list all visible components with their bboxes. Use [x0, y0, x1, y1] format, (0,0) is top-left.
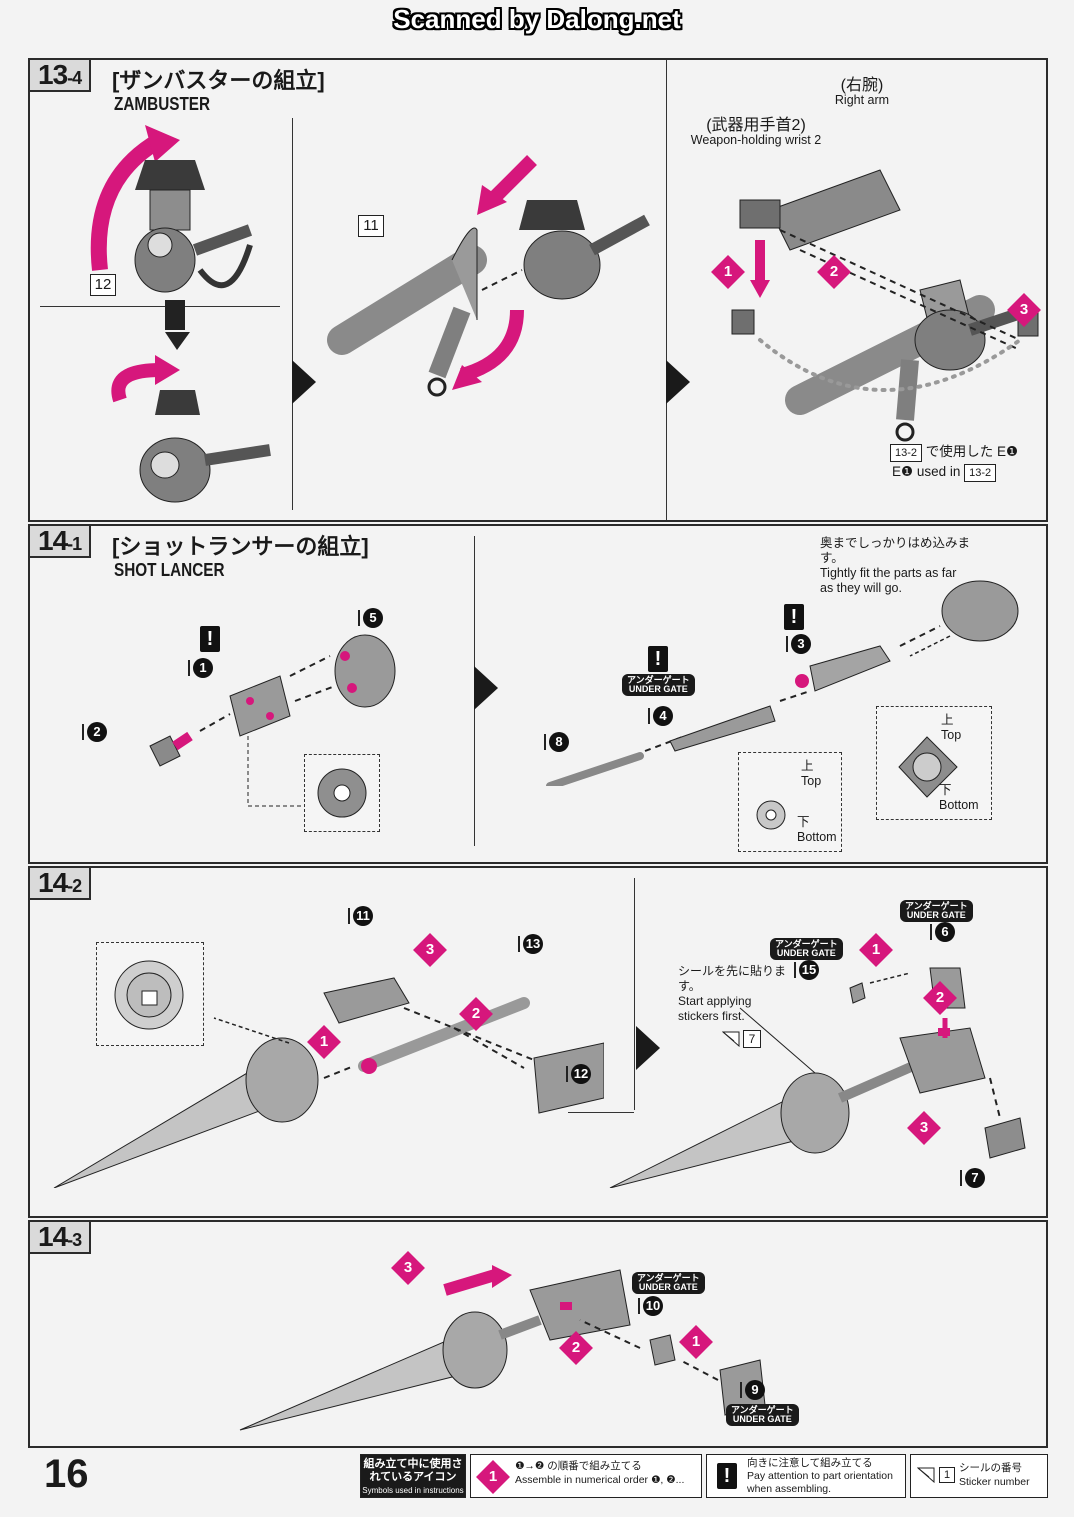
sticker-ref: 7: [722, 1030, 761, 1048]
zambuster-illustration-2: [327, 155, 650, 397]
shot-lancer-parts-1: [149, 634, 396, 807]
step-badge: 14-3: [28, 1220, 92, 1254]
step-marker: 1: [859, 933, 893, 967]
right-arm-label: (右腕) Right arm: [834, 77, 890, 108]
next-arrow: [636, 1026, 660, 1070]
shot-lancer-assembly-3: [239, 1265, 766, 1431]
part-label: 5: [358, 608, 383, 628]
part-label: 12: [566, 1064, 591, 1084]
orientation-warning-icon: !: [200, 626, 220, 652]
sticker-icon: [917, 1467, 935, 1483]
orientation-warning-icon: !: [648, 646, 668, 672]
shot-lancer-assembly-1: [53, 977, 604, 1188]
step-marker: 3: [1007, 293, 1041, 327]
step-marker: 1: [711, 255, 745, 289]
section-title-en: SHOT LANCER: [114, 560, 225, 580]
step-marker: 1: [307, 1025, 341, 1059]
next-arrow: [666, 360, 690, 404]
used-in-note: 13-2 で使用した E❶ E❶ used in 13-2: [890, 442, 1018, 482]
part-label: 4: [648, 706, 673, 726]
part-label: 11: [348, 906, 373, 926]
part-label: 9: [740, 1380, 765, 1400]
watermark: Scanned by Dalong.net: [393, 4, 681, 34]
next-arrow: [474, 666, 498, 710]
step-marker: 2: [817, 255, 851, 289]
part-label: 13: [518, 934, 543, 954]
detail-view: [304, 754, 380, 832]
part-label: 6: [930, 922, 955, 942]
next-arrow: [292, 360, 316, 404]
step-marker: 3: [391, 1251, 425, 1285]
legend-orientation: ! 向きに注意して組み立てる Pay attention to part ori…: [706, 1454, 906, 1498]
step-badge: 14-2: [28, 866, 92, 900]
shot-lancer-parts-2: [546, 580, 1019, 786]
legend-title: 組み立て中に使用されているアイコン Symbols used in instru…: [360, 1454, 466, 1498]
step-marker: 3: [907, 1111, 941, 1145]
step-marker: 2: [923, 981, 957, 1015]
section-14-1: 14-1 [ショットランサーの組立] SHOT LANCER ! 1 2 5 奥…: [28, 524, 1048, 864]
part-label: 2: [82, 722, 107, 742]
step-marker: 2: [459, 997, 493, 1031]
part-label: 8: [544, 732, 569, 752]
zambuster-illustration-3: [731, 169, 1039, 442]
part-label: 1: [188, 658, 213, 678]
legend-order: 1 ❶→❷ の順番で組み立てる Assemble in numerical or…: [470, 1454, 702, 1498]
part-label: 7: [960, 1168, 985, 1188]
step-marker: 2: [559, 1331, 593, 1365]
fit-note: 奥までしっかりはめ込みます。 Tightly fit the parts as …: [820, 536, 971, 595]
section-title-en: ZAMBUSTER: [114, 94, 211, 114]
step-badge: 14-1: [28, 524, 92, 558]
step-marker: 3: [413, 933, 447, 967]
step-badge: 13-4: [28, 58, 92, 92]
section-title-jp: [ザンバスターの組立]: [112, 68, 325, 93]
sticker-icon: [722, 1031, 740, 1047]
detail-view: [96, 942, 204, 1046]
box-ref: 13-2: [964, 464, 997, 482]
box-ref: 13-2: [890, 444, 922, 462]
section-13-4: 13-4 [ザンバスターの組立] ZAMBUSTER 12: [28, 58, 1048, 522]
part-label: 3: [786, 634, 811, 654]
part-label: 10: [638, 1296, 663, 1316]
wrist-label: (武器用手首2) Weapon-holding wrist 2: [690, 117, 822, 148]
part-number: 11: [358, 215, 384, 237]
page-number: 16: [44, 1452, 89, 1496]
zambuster-illustration-1: [90, 125, 271, 503]
section-title-jp: [ショットランサーの組立]: [112, 534, 369, 559]
step-marker: 1: [679, 1325, 713, 1359]
legend-sticker: 1 シールの番号 Sticker number: [910, 1454, 1048, 1498]
part-label: 15: [794, 960, 819, 980]
part-number: 12: [90, 274, 116, 296]
sticker-note: シールを先に貼ります。 Start applying stickers firs…: [678, 964, 787, 1023]
orientation-warning-icon: !: [784, 604, 804, 630]
section-14-2: 14-2 11 13 12 1 2 3 シールを先に貼ります。 Start ap…: [28, 866, 1048, 1218]
